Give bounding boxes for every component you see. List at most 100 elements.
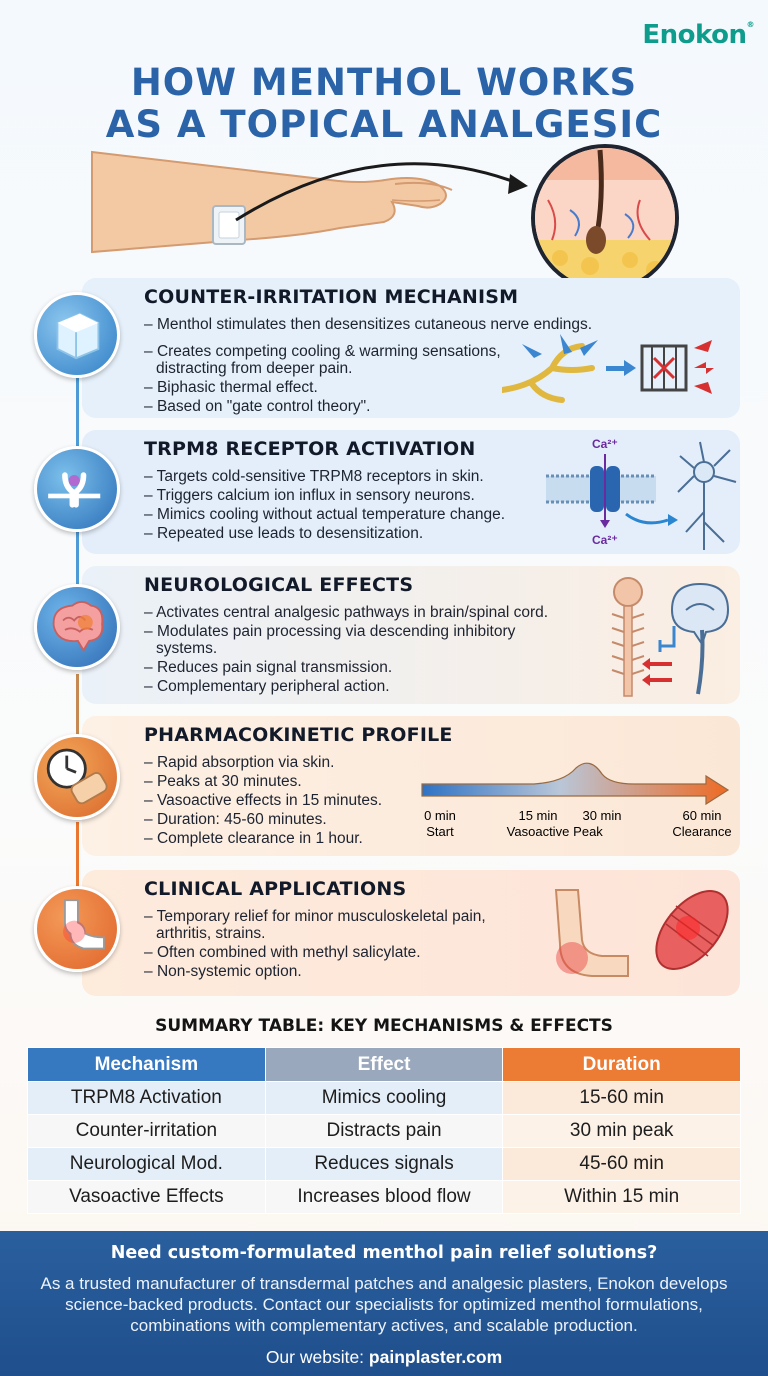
pointer-arrow-icon [235, 162, 528, 222]
nerve-ending-icon [502, 343, 595, 403]
summary-table: Mechanism Effect Duration TRPM8 Activati… [27, 1047, 741, 1214]
timeline-time-3: 60 min [682, 808, 721, 823]
bullet-list: Targets cold-sensitive TRPM8 receptors i… [144, 468, 564, 544]
bullet-item: Complete clearance in 1 hour. [144, 830, 444, 847]
neuron-icon [677, 441, 737, 550]
footer-heading: Need custom-formulated menthol pain reli… [110, 1243, 658, 1263]
section-heading: NEUROLOGICAL EFFECTS [144, 574, 414, 596]
connector-4 [76, 822, 79, 888]
hero-illustration [91, 144, 679, 290]
timeline-time-0: 0 min [424, 808, 456, 823]
table-row: TRPM8 Activation Mimics cooling 15-60 mi… [27, 1081, 741, 1115]
title-line-1: HOW MENTHOL WORKS [130, 61, 638, 104]
section-neurological: NEUROLOGICAL EFFECTS Activates central a… [82, 566, 740, 704]
column-header-mechanism: Mechanism [27, 1047, 266, 1082]
table-row: Vasoactive Effects Increases blood flow … [27, 1180, 741, 1214]
table-cell: Counter-irritation [27, 1114, 266, 1148]
cns-illustration [611, 577, 730, 697]
bullet-list: Menthol stimulates then desensitizes cut… [144, 316, 624, 417]
brand-logo-text: Enokon [642, 20, 747, 50]
footer-body: As a trusted manufacturer of transdermal… [40, 1274, 728, 1335]
bullet-item: Vasoactive effects in 15 minutes. [144, 792, 444, 809]
bullet-item: Creates competing cooling & warming sens… [144, 343, 534, 377]
timeline-label-1: Vasoactive [507, 824, 570, 839]
brain-section-icon [670, 582, 730, 695]
timeline-time-1: 15 min [518, 808, 557, 823]
bullet-item: Activates central analgesic pathways in … [144, 604, 614, 621]
bullet-list: Activates central analgesic pathways in … [144, 604, 614, 697]
arm-illustration [91, 150, 453, 254]
table-cell: Mimics cooling [264, 1081, 504, 1115]
title-line-2: AS A TOPICAL ANALGESIC [105, 103, 663, 146]
website-label: Our website: [265, 1347, 365, 1367]
blue-arrows-icon [522, 334, 636, 376]
trpm8-channel-icon [590, 454, 620, 528]
table-cell: Increases blood flow [264, 1180, 504, 1214]
bullet-item: Complementary peripheral action. [144, 678, 614, 695]
bullet-item: Often combined with methyl salicylate. [144, 944, 544, 961]
gate-control-illustration [502, 334, 714, 403]
bullet-item: Non-systemic option. [144, 963, 544, 980]
table-row: Counter-irritation Distracts pain 30 min… [27, 1114, 741, 1148]
bullet-item: Duration: 45-60 minutes. [144, 811, 444, 828]
muscle-icon [655, 889, 729, 971]
joint-pain-icon [34, 886, 120, 972]
page-title: HOW MENTHOL WORKS AS A TOPICAL ANALGESIC [0, 62, 768, 146]
bullet-item: Repeated use leads to desensitization. [144, 525, 564, 542]
summary-table-title: SUMMARY TABLE: KEY MECHANISMS & EFFECTS [155, 1016, 613, 1036]
table-cell: Neurological Mod. [27, 1147, 266, 1181]
red-arrows-icon [694, 340, 714, 394]
timeline-label-2: Peak [573, 824, 603, 839]
timeline-graphic: 0 min Start 15 min Vasoactive 30 min Pea… [421, 762, 732, 839]
timeline-time-2: 30 min [582, 808, 621, 823]
brand-logo: Enokon® [642, 20, 754, 50]
bullet-list: Rapid absorption via skin. Peaks at 30 m… [144, 754, 444, 849]
section-counter-irritation: COUNTER-IRRITATION MECHANISM Menthol sti… [82, 278, 740, 418]
ion-label-bottom: Ca²⁺ [592, 533, 618, 547]
bullet-item: Based on "gate control theory". [144, 398, 624, 415]
timeline-label-3: Clearance [672, 824, 731, 839]
section-heading: TRPM8 RECEPTOR ACTIVATION [144, 438, 476, 460]
bullet-item: Mimics cooling without actual temperatur… [144, 506, 564, 523]
inhibition-arrows-icon [642, 626, 676, 686]
trademark-mark: ® [746, 20, 755, 29]
footer-banner: Need custom-formulated menthol pain reli… [0, 1231, 768, 1376]
receptor-icon [34, 446, 120, 532]
column-header-duration: Duration [502, 1047, 741, 1082]
bullet-item: Triggers calcium ion influx in sensory n… [144, 487, 564, 504]
timeline-label-0: Start [426, 824, 454, 839]
table-cell: TRPM8 Activation [27, 1081, 266, 1115]
bullet-item: Targets cold-sensitive TRPM8 receptors i… [144, 468, 564, 485]
section-trpm8: TRPM8 RECEPTOR ACTIVATION Targets cold-s… [82, 430, 740, 554]
website-link[interactable]: painplaster.com [368, 1347, 503, 1367]
table-cell: 15-60 min [502, 1081, 741, 1115]
bullet-item: Menthol stimulates then desensitizes cut… [144, 316, 624, 333]
timeline-bar [421, 762, 730, 806]
table-row: Neurological Mod. Reduces signals 45-60 … [27, 1147, 741, 1181]
section-heading: CLINICAL APPLICATIONS [144, 878, 407, 900]
bullet-item: Rapid absorption via skin. [144, 754, 444, 771]
bullet-item: Temporary relief for minor musculoskelet… [144, 908, 544, 942]
table-cell: Distracts pain [264, 1114, 504, 1148]
ion-label-top: Ca²⁺ [592, 437, 618, 451]
bullet-list: Temporary relief for minor musculoskelet… [144, 908, 544, 982]
section-heading: COUNTER-IRRITATION MECHANISM [144, 286, 519, 308]
table-cell: 30 min peak [502, 1114, 741, 1148]
footer-website: Our website: painplaster.com [0, 1347, 768, 1368]
patch-icon [212, 205, 246, 245]
table-cell: Within 15 min [502, 1180, 741, 1214]
table-cell: Vasoactive Effects [27, 1180, 266, 1214]
column-header-effect: Effect [264, 1047, 504, 1082]
knee-joint-icon [554, 889, 629, 977]
signal-arrow-icon [625, 512, 678, 526]
connector-3 [76, 674, 79, 736]
ice-cube-icon [34, 292, 120, 378]
clock-patch-icon [34, 734, 120, 820]
gate-icon [640, 344, 688, 392]
bullet-item: Modulates pain processing via descending… [144, 623, 564, 657]
connector-2 [76, 526, 79, 590]
table-header-row: Mechanism Effect Duration [27, 1047, 741, 1082]
brain-icon [34, 584, 120, 670]
bullet-item: Biphasic thermal effect. [144, 379, 624, 396]
ion-channel-illustration: Ca²⁺ Ca²⁺ [546, 437, 737, 550]
